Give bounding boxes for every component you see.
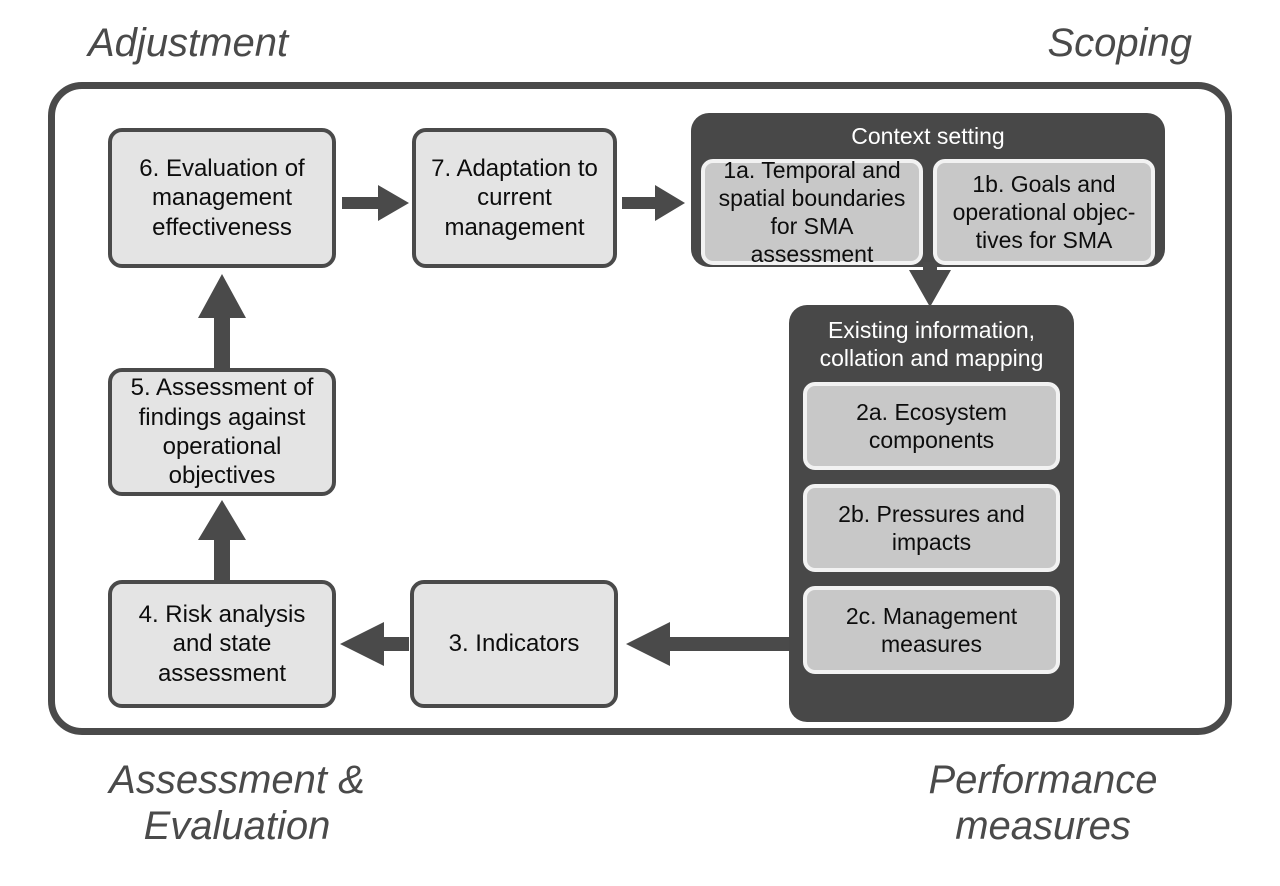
sub-box-2b[interactable]: 2b. Pressures and impacts	[803, 484, 1060, 573]
corner-label-assessment-evaluation: Assessment & Evaluation	[109, 758, 365, 848]
arrow-existing-to-3-icon	[626, 620, 790, 668]
step-box-4[interactable]: 4. Risk analysis and state assessment	[108, 580, 336, 708]
cycle-frame	[48, 82, 1232, 735]
step-box-6[interactable]: 6. Evaluation of management effectivenes…	[108, 128, 336, 268]
context-sub-row: 1a. Temporal and spatial boundaries for …	[701, 157, 1155, 267]
corner-label-adjustment: Adjustment	[88, 21, 289, 65]
step-box-5[interactable]: 5. Assessment of findings against operat…	[108, 368, 336, 496]
sub-box-1a[interactable]: 1a. Temporal and spatial boundaries for …	[701, 157, 923, 267]
sub-box-2c[interactable]: 2c. Management measures	[803, 586, 1060, 675]
step-box-7[interactable]: 7. Adaptation to current management	[412, 128, 617, 268]
sub-box-1b[interactable]: 1b. Goals and operational objec- tives f…	[933, 158, 1155, 265]
group-title-existing-information: Existing information, collation and mapp…	[819, 317, 1044, 371]
arrow-6-to-7-icon	[342, 183, 410, 223]
arrow-7-to-context-icon	[622, 183, 686, 223]
group-title-context-setting: Context setting	[851, 123, 1005, 149]
corner-label-performance-measures: Performance measures	[928, 758, 1158, 848]
step-box-3[interactable]: 3. Indicators	[410, 580, 618, 708]
arrow-4-to-5-icon	[196, 500, 248, 582]
arrow-3-to-4-icon	[340, 620, 410, 668]
group-panel-existing-information: Existing information, collation and mapp…	[789, 305, 1074, 722]
sub-box-2a[interactable]: 2a. Ecosystem components	[803, 382, 1060, 471]
corner-label-scoping: Scoping	[1047, 21, 1192, 65]
arrow-5-to-6-icon	[196, 274, 248, 370]
arrow-context-to-existing-icon	[908, 262, 952, 308]
group-panel-context-setting: Context setting 1a. Temporal and spatial…	[691, 113, 1165, 267]
